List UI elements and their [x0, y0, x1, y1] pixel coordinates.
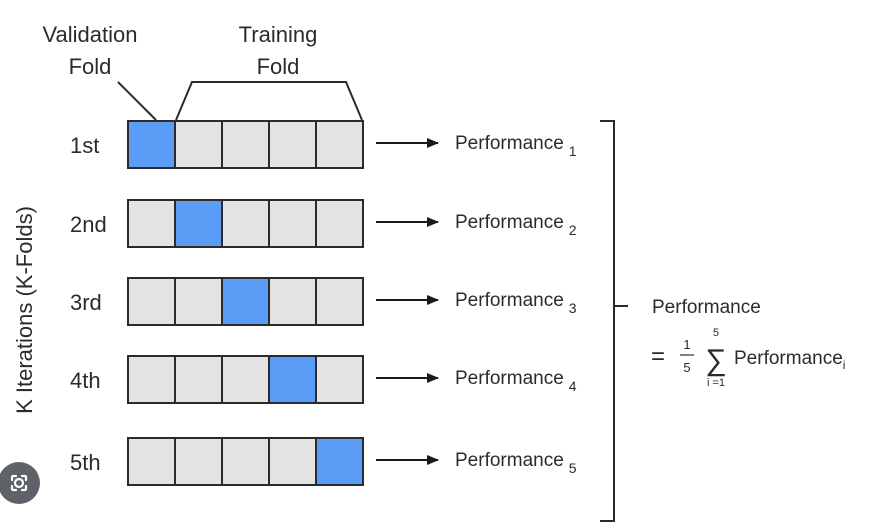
training-fold-box: [268, 437, 317, 486]
training-fold-box: [221, 355, 270, 404]
training-fold-box: [127, 437, 176, 486]
summary-title: Performance: [652, 297, 761, 318]
training-fold-box: [174, 355, 223, 404]
validation-fold-box: [174, 199, 223, 248]
summary-equals: =: [651, 343, 665, 370]
performance-label: Performance 1: [455, 133, 577, 159]
training-fold-box: [315, 355, 364, 404]
training-fold-label-line1: Training: [239, 22, 318, 47]
iteration-label: 1st: [70, 133, 99, 158]
summary-term: Performancei: [734, 348, 845, 372]
performance-subscript: 2: [569, 222, 577, 238]
training-fold-box: [315, 199, 364, 248]
training-fold-box: [127, 199, 176, 248]
validation-fold-label-line2: Fold: [69, 54, 112, 79]
iteration-row: 4th Performance 4: [70, 355, 577, 404]
validation-fold-box: [315, 437, 364, 486]
fraction-numerator: 1: [683, 337, 690, 352]
iteration-row: 3rd Performance 3: [70, 277, 577, 326]
performance-subscript: 4: [569, 378, 577, 394]
training-fold-box: [221, 437, 270, 486]
validation-pointer-line: [117, 81, 157, 121]
training-fold-box: [174, 120, 223, 169]
validation-fold-box: [127, 120, 176, 169]
training-fold-box: [127, 277, 176, 326]
performance-text: Performance: [455, 133, 564, 154]
training-fold-box: [315, 120, 364, 169]
training-fold-box: [221, 120, 270, 169]
summary-term-text: Performance: [734, 348, 843, 369]
performance-label: Performance 4: [455, 368, 577, 394]
validation-fold-label-line1: Validation: [43, 22, 138, 47]
iteration-label: 3rd: [70, 290, 102, 315]
training-fold-label-line2: Fold: [257, 54, 300, 79]
training-fold-bracket: [175, 81, 363, 121]
lens-search-icon: [10, 474, 28, 492]
validation-fold-box: [268, 355, 317, 404]
performance-text: Performance: [455, 368, 564, 389]
sum-lower-limit: i =1: [707, 377, 725, 389]
iteration-row: 5th Performance 5: [70, 437, 577, 486]
iteration-label: 2nd: [70, 212, 107, 237]
training-fold-box: [268, 277, 317, 326]
training-fold-box: [174, 437, 223, 486]
iteration-label: 5th: [70, 450, 101, 475]
performance-subscript: 1: [569, 143, 577, 159]
training-fold-box: [315, 277, 364, 326]
aggregate-bracket: [600, 120, 615, 522]
training-fold-box: [268, 199, 317, 248]
iteration-row: 1st Performance 1: [70, 120, 577, 169]
performance-text: Performance: [455, 290, 564, 311]
lens-search-button[interactable]: [0, 462, 40, 504]
performance-subscript: 3: [569, 300, 577, 316]
performance-text: Performance: [455, 212, 564, 233]
performance-label: Performance 2: [455, 212, 577, 238]
performance-text: Performance: [455, 450, 564, 471]
performance-label: Performance 3: [455, 290, 577, 316]
fraction-denominator: 5: [683, 360, 690, 375]
iteration-row: 2nd Performance 2: [70, 199, 577, 248]
sigma-symbol: ∑: [705, 344, 726, 377]
summary-term-subscript: i: [843, 358, 846, 372]
training-fold-box: [127, 355, 176, 404]
training-fold-box: [174, 277, 223, 326]
training-fold-box: [221, 199, 270, 248]
performance-label: Performance 5: [455, 450, 577, 476]
sum-upper-limit: 5: [713, 327, 719, 339]
training-fold-box: [268, 120, 317, 169]
iteration-label: 4th: [70, 368, 101, 393]
k-iterations-axis-label: K Iterations (K-Folds): [12, 206, 37, 414]
validation-fold-box: [221, 277, 270, 326]
performance-subscript: 5: [569, 460, 577, 476]
